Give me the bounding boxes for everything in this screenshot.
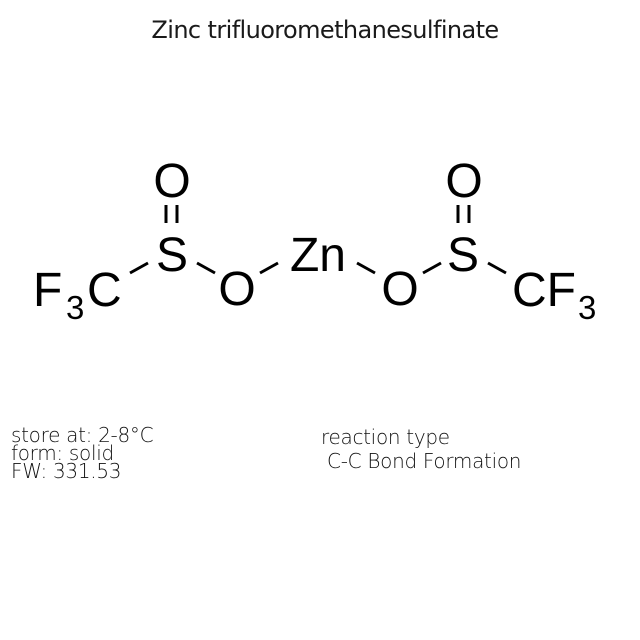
right-cf3-subscript: 3: [578, 289, 596, 326]
right-sulfur: S: [447, 229, 479, 282]
left-cf3-subscript: 3: [66, 289, 84, 326]
bond-cf3-s-left: [129, 261, 149, 275]
zinc-atom: Zn: [290, 229, 346, 282]
left-cf3-c: C: [87, 264, 122, 317]
properties-block: store at: 2-8°C form: solid FW: 331.53: [11, 423, 154, 483]
left-sulfur: S: [156, 229, 188, 282]
left-cf3-f: F: [33, 264, 62, 317]
physical-form: form: solid: [11, 441, 114, 465]
bond-o-zn-left: [259, 261, 279, 275]
left-bridging-oxygen: O: [218, 263, 255, 316]
right-oxo-oxygen: O: [445, 155, 482, 208]
compound-title: Zinc trifluoromethanesulfinate: [151, 16, 499, 44]
right-cf3-cf: CF: [512, 264, 576, 317]
left-cf3-group: F 3 C: [33, 264, 122, 326]
reaction-type-label: reaction type: [321, 425, 450, 449]
reaction-type-value: C-C Bond Formation: [321, 449, 522, 473]
bond-s-cf3-right: [487, 261, 507, 275]
right-cf3-group: CF 3: [512, 264, 596, 326]
storage-condition: store at: 2-8°C: [11, 423, 154, 447]
bond-o-s-right: [422, 261, 442, 275]
left-oxo-oxygen: O: [153, 155, 190, 208]
right-bridging-oxygen: O: [381, 263, 418, 316]
bond-zn-o-right: [356, 261, 376, 275]
reaction-type-block: reaction type C-C Bond Formation: [321, 425, 522, 473]
formula-weight: FW: 331.53: [11, 459, 122, 483]
bond-s-o-left: [196, 261, 216, 275]
